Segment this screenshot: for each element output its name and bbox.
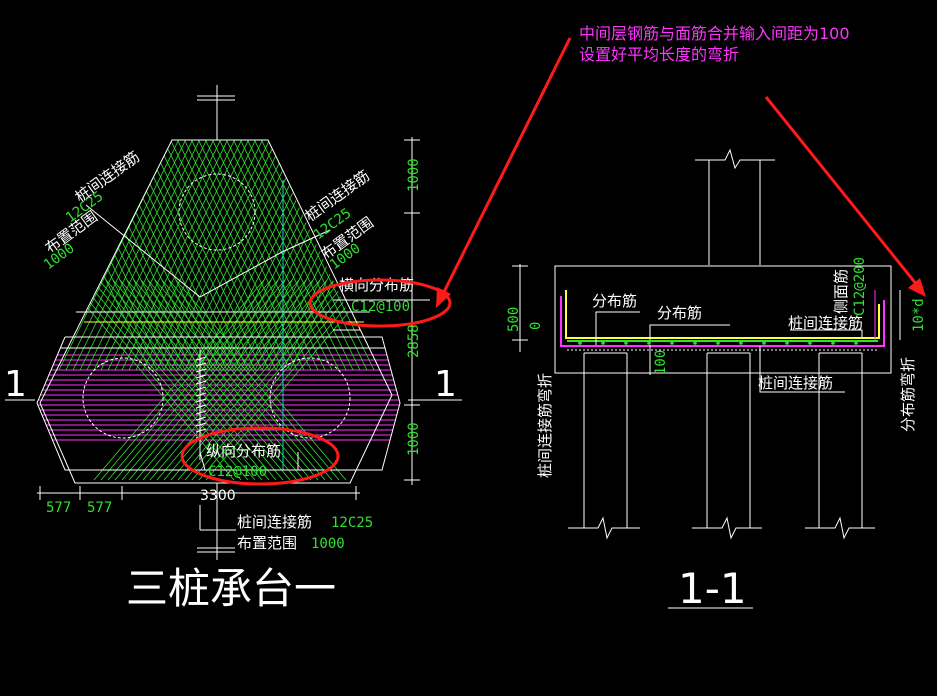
bottom-label-range-val: 1000 [311, 536, 345, 552]
inner-outline [36, 336, 401, 471]
section-mark-right: 1 [434, 364, 457, 405]
pile-right [269, 357, 351, 439]
section-mark-left: 1 [4, 364, 27, 405]
side-bar-label: 侧面筋 [832, 269, 850, 314]
left-vertical-label: 桩间连接筋弯折 [536, 373, 554, 478]
bottom-label-name: 桩间连接筋 [237, 513, 312, 531]
dim-577-a: 577 [46, 500, 71, 516]
plan-view: 桩间连接筋 12C25 布置范围 1000 桩间连接筋 12C25 布置范围 1… [4, 85, 462, 613]
dim-577-b: 577 [87, 500, 112, 516]
pile-connection-bar-hatch [40, 140, 390, 480]
dim-1000-bottom: 1000 [406, 422, 422, 456]
rebar-magenta [560, 296, 885, 347]
section-title: 1-1 [678, 564, 747, 613]
red-arrow-right [764, 96, 923, 291]
connect-bar-bottom: 桩间连接筋 [758, 374, 833, 392]
cap-outline [39, 139, 393, 484]
dist-bar-label-2: 分布筋 [657, 304, 702, 322]
red-arrow-left [438, 37, 572, 301]
right-vertical-label: 分布筋弯折 [899, 357, 917, 432]
pile-top [178, 173, 256, 251]
longitudinal-name: 纵向分布筋 [206, 442, 281, 460]
dist-bar-label-1: 分布筋 [592, 292, 637, 310]
section-view: 500 0 100 分布筋 分布筋 桩间连接筋 桩间连接筋 侧面筋 C12@20… [506, 148, 927, 613]
highlight-transverse [308, 278, 452, 328]
leader-connect [85, 204, 331, 298]
left-label-name: 桩间连接筋 [72, 148, 143, 207]
side-bar-spec: C12@200 [852, 257, 868, 316]
dim-100: 100 [653, 350, 669, 375]
dim-10d: 10*d [911, 298, 927, 332]
plan-title: 三桩承台一 [126, 564, 336, 613]
dim-0: 0 [528, 322, 544, 330]
pile-left [82, 357, 164, 439]
dim-1000-top: 1000 [406, 158, 422, 192]
dim-3300: 3300 [200, 488, 236, 504]
transverse-spec: C12@100 [351, 299, 410, 315]
bottom-label-spec: 12C25 [331, 515, 373, 531]
dim-2858: 2858 [406, 324, 422, 358]
annotation-note: 中间层钢筋与面筋合并输入间距为100 设置好平均长度的弯折 [436, 24, 926, 308]
annotation-line-1: 中间层钢筋与面筋合并输入间距为100 [579, 24, 850, 43]
bottom-label-range: 布置范围 [237, 534, 297, 552]
cap-section [554, 265, 892, 374]
dim-500: 500 [506, 307, 522, 332]
longitudinal-spec: C12@100 [208, 464, 267, 480]
connect-bar-top: 桩间连接筋 [788, 314, 863, 332]
annotation-line-2: 设置好平均长度的弯折 [579, 45, 739, 64]
highlight-longitudinal [180, 426, 340, 486]
rebar-yellow [565, 290, 880, 339]
